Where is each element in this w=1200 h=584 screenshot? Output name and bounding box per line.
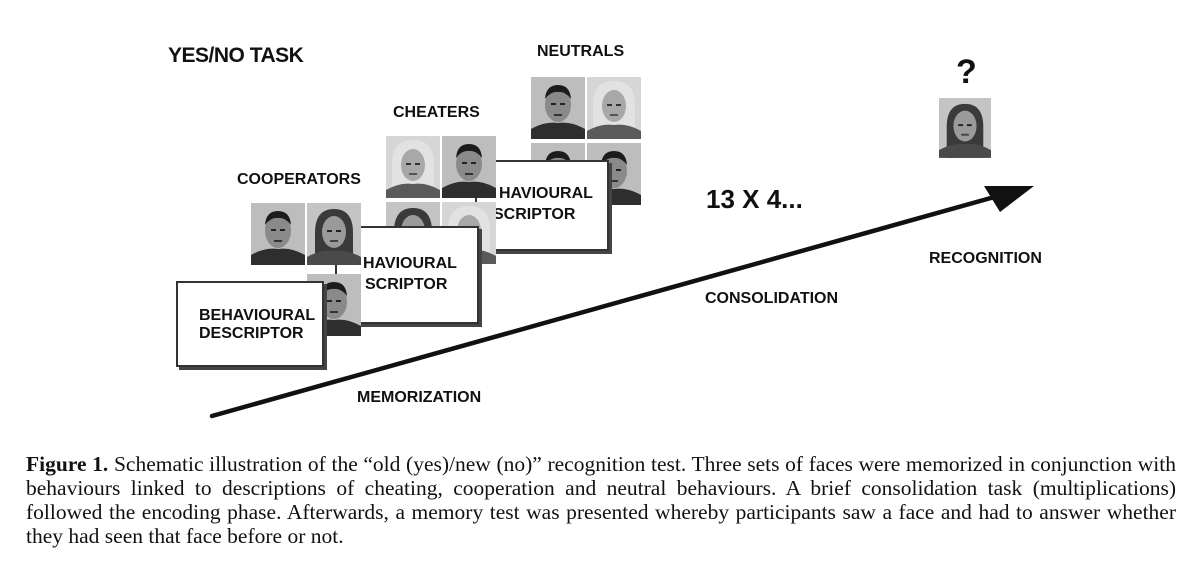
arrowhead-icon bbox=[984, 186, 1034, 212]
face-photo bbox=[531, 77, 585, 139]
card-text-line1: BEHAVIOURAL bbox=[199, 307, 316, 324]
arrow-shaft bbox=[209, 193, 1001, 419]
question-mark: ? bbox=[956, 53, 977, 91]
stage-label-recognition: RECOGNITION bbox=[929, 250, 1042, 267]
card-text-line2: SCRIPTOR bbox=[493, 206, 576, 223]
test-face-photo bbox=[939, 98, 991, 158]
timeline-arrow bbox=[209, 186, 1034, 419]
face-photo bbox=[587, 77, 641, 139]
face-photo bbox=[442, 136, 496, 198]
card-text-line2: DESCRIPTOR bbox=[199, 325, 304, 342]
behaviour-card-cooperators: BEHAVIOURAL DESCRIPTOR bbox=[176, 281, 324, 367]
group-label-cooperators: COOPERATORS bbox=[237, 171, 361, 188]
caption-text: Schematic illustration of the “old (yes)… bbox=[26, 452, 1177, 548]
face-photo bbox=[251, 203, 305, 265]
card-text-line1: HAVIOURAL bbox=[499, 185, 593, 202]
task-title: YES/NO TASK bbox=[168, 44, 304, 67]
face-photo bbox=[386, 136, 440, 198]
card-text-line1: HAVIOURAL bbox=[363, 255, 457, 272]
face-photo bbox=[307, 203, 361, 265]
group-label-cheaters: CHEATERS bbox=[393, 104, 480, 121]
stage-label-memorization: MEMORIZATION bbox=[357, 389, 482, 406]
caption-label: Figure 1. bbox=[26, 452, 109, 476]
card-text-line2: SCRIPTOR bbox=[365, 276, 448, 293]
repeat-label: 13 X 4... bbox=[706, 184, 803, 214]
group-label-neutrals: NEUTRALS bbox=[537, 43, 625, 60]
figure-caption: Figure 1. Schematic illustration of the … bbox=[26, 452, 1176, 548]
stage-label-consolidation: CONSOLIDATION bbox=[705, 290, 839, 307]
